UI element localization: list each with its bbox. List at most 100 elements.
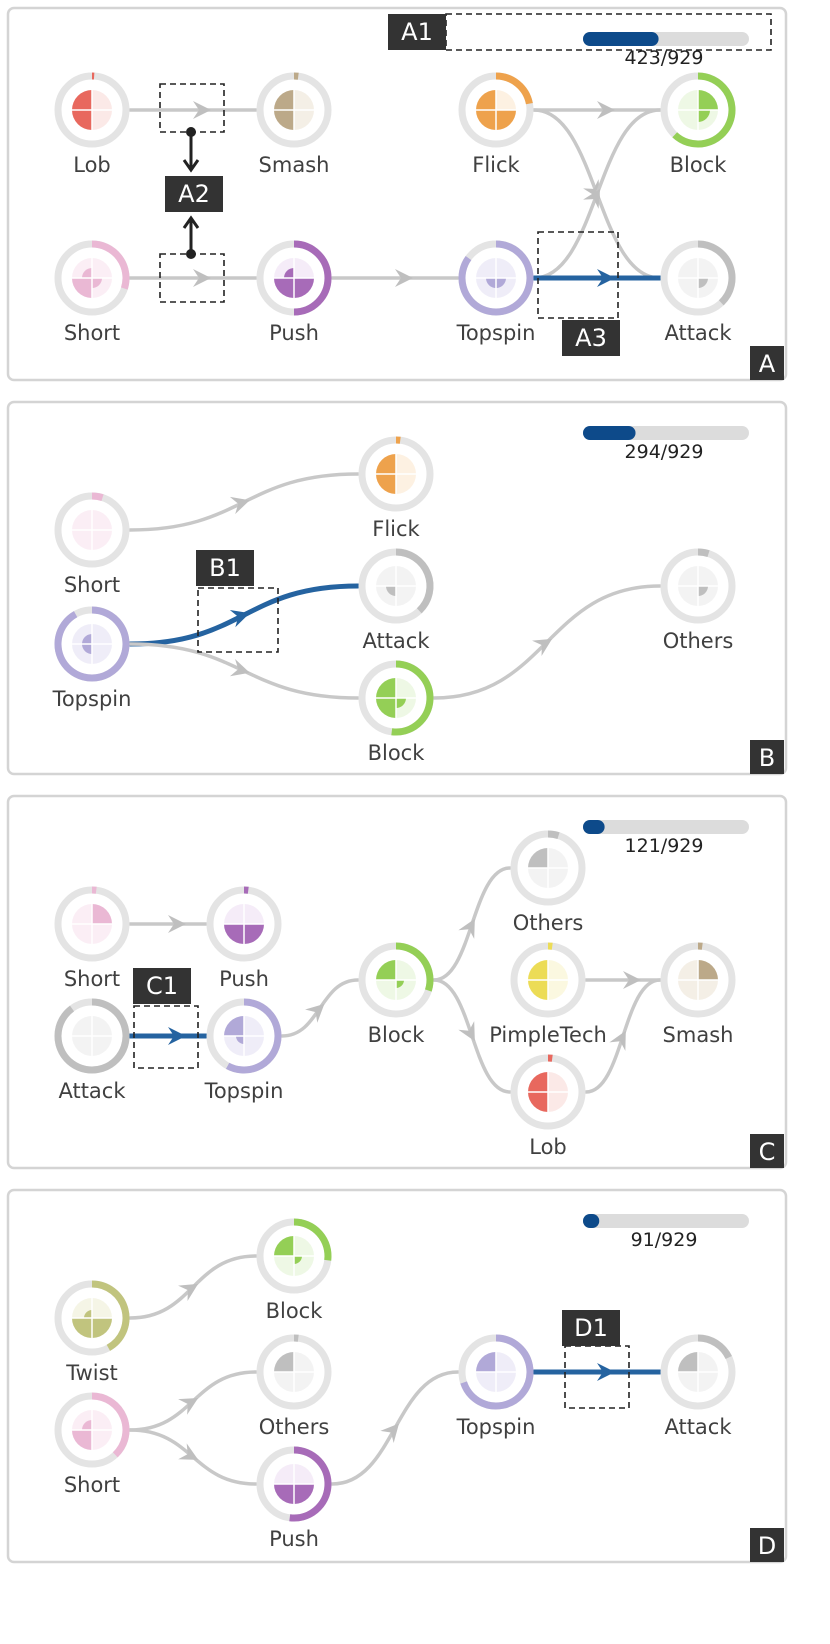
node-quadrant <box>376 960 396 980</box>
progress-counter: 423/929 <box>625 47 704 69</box>
node-block[interactable]: Block <box>358 660 434 765</box>
node-label: Flick <box>472 153 520 177</box>
arrow-icon <box>305 1003 325 1023</box>
node-share-arc <box>458 240 534 316</box>
arrow-icon <box>178 1398 199 1415</box>
panel-letter: C <box>750 1134 784 1168</box>
panel-frame <box>6 1188 788 1564</box>
node-quadrant <box>72 278 92 298</box>
node-block[interactable]: Block <box>660 72 736 177</box>
node-short[interactable]: Short <box>54 1392 130 1497</box>
tag-d1: D1 <box>562 1310 620 1346</box>
arrow-icon <box>168 915 186 933</box>
node-label: Others <box>259 1415 330 1439</box>
node-smash[interactable]: Smash <box>660 942 736 1047</box>
svg-text:B1: B1 <box>209 554 241 582</box>
svg-text:C: C <box>759 1138 776 1166</box>
panel-frame <box>6 6 788 382</box>
node-quadrant <box>528 960 548 980</box>
node-quadrant <box>82 1420 92 1430</box>
node-lob[interactable]: Lob <box>510 1054 586 1159</box>
arrow-icon <box>168 1027 186 1045</box>
node-share-arc <box>697 548 710 558</box>
node-flick[interactable]: Flick <box>458 72 534 177</box>
node-short[interactable]: Short <box>54 240 130 345</box>
node-label: Topspin <box>456 321 536 345</box>
tag-b1: B1 <box>196 550 254 586</box>
node-label: Topspin <box>204 1079 284 1103</box>
panel-letter: D <box>750 1528 784 1562</box>
node-attack[interactable]: Attack <box>660 240 736 345</box>
node-attack[interactable]: Attack <box>54 998 130 1103</box>
node-quadrant <box>698 90 718 110</box>
node-label: Lob <box>529 1135 567 1159</box>
node-attack[interactable]: Attack <box>358 548 434 653</box>
node-label: Short <box>64 1473 120 1497</box>
node-smash[interactable]: Smash <box>256 72 332 177</box>
a2-connector <box>182 127 200 259</box>
arrow-icon <box>193 101 211 119</box>
node-quadrant <box>376 454 396 474</box>
node-quadrant <box>82 644 92 654</box>
node-quadrant <box>476 110 496 130</box>
node-short[interactable]: Short <box>54 492 130 597</box>
node-topspin[interactable]: Topspin <box>52 606 132 711</box>
node-label: Topspin <box>456 1415 536 1439</box>
node-quadrant <box>244 924 264 944</box>
node-quadrant <box>376 678 396 698</box>
node-quadrant <box>284 268 294 278</box>
node-label: Others <box>513 911 584 935</box>
node-label: Block <box>368 1023 426 1047</box>
node-quadrant <box>294 1484 314 1504</box>
arrow-icon <box>193 269 211 287</box>
arrow-icon <box>609 1030 626 1051</box>
svg-text:D: D <box>758 1532 776 1560</box>
node-quadrant <box>224 924 244 944</box>
node-push[interactable]: Push <box>256 1446 332 1551</box>
edges <box>127 472 662 700</box>
node-share-arc <box>547 830 560 840</box>
node-block[interactable]: Block <box>358 942 434 1047</box>
progress-counter: 294/929 <box>625 441 704 463</box>
svg-text:A: A <box>759 350 776 378</box>
arrow-icon <box>597 269 615 287</box>
node-quadrant <box>698 110 710 122</box>
node-quadrant <box>476 90 496 110</box>
node-label: Short <box>64 573 120 597</box>
node-others[interactable]: Others <box>660 548 736 653</box>
node-share-arc <box>225 998 282 1074</box>
node-label: Topspin <box>52 687 132 711</box>
node-others[interactable]: Others <box>256 1334 332 1439</box>
node-short[interactable]: Short <box>54 886 130 991</box>
node-label: Smash <box>259 153 330 177</box>
node-lob[interactable]: Lob <box>54 72 130 177</box>
node-quadrant <box>72 90 92 110</box>
node-quadrant <box>528 848 548 868</box>
tag-c1: C1 <box>133 968 191 1004</box>
node-share-arc <box>54 606 130 682</box>
node-topspin[interactable]: Topspin <box>456 240 536 345</box>
progress-counter: 91/929 <box>631 1229 698 1251</box>
node-twist[interactable]: Twist <box>54 1280 130 1385</box>
node-block[interactable]: Block <box>256 1218 332 1323</box>
node-quadrant <box>528 1092 548 1112</box>
node-flick[interactable]: Flick <box>358 436 434 541</box>
node-push[interactable]: Push <box>206 886 282 991</box>
node-push[interactable]: Push <box>256 240 332 345</box>
node-topspin[interactable]: Topspin <box>204 998 284 1103</box>
node-pimpletech[interactable]: PimpleTech <box>489 942 607 1047</box>
node-label: Attack <box>362 629 430 653</box>
node-quadrant <box>396 980 404 988</box>
node-others[interactable]: Others <box>510 830 586 935</box>
node-quadrant <box>82 268 92 278</box>
node-topspin[interactable]: Topspin <box>456 1334 536 1439</box>
node-quadrant <box>376 698 396 718</box>
node-quadrant <box>698 278 708 288</box>
node-share-arc <box>395 548 434 614</box>
node-quadrant <box>274 110 294 130</box>
node-attack[interactable]: Attack <box>660 1334 736 1439</box>
arrow-icon <box>458 918 475 939</box>
node-label: Attack <box>664 321 732 345</box>
node-quadrant <box>84 1310 92 1318</box>
